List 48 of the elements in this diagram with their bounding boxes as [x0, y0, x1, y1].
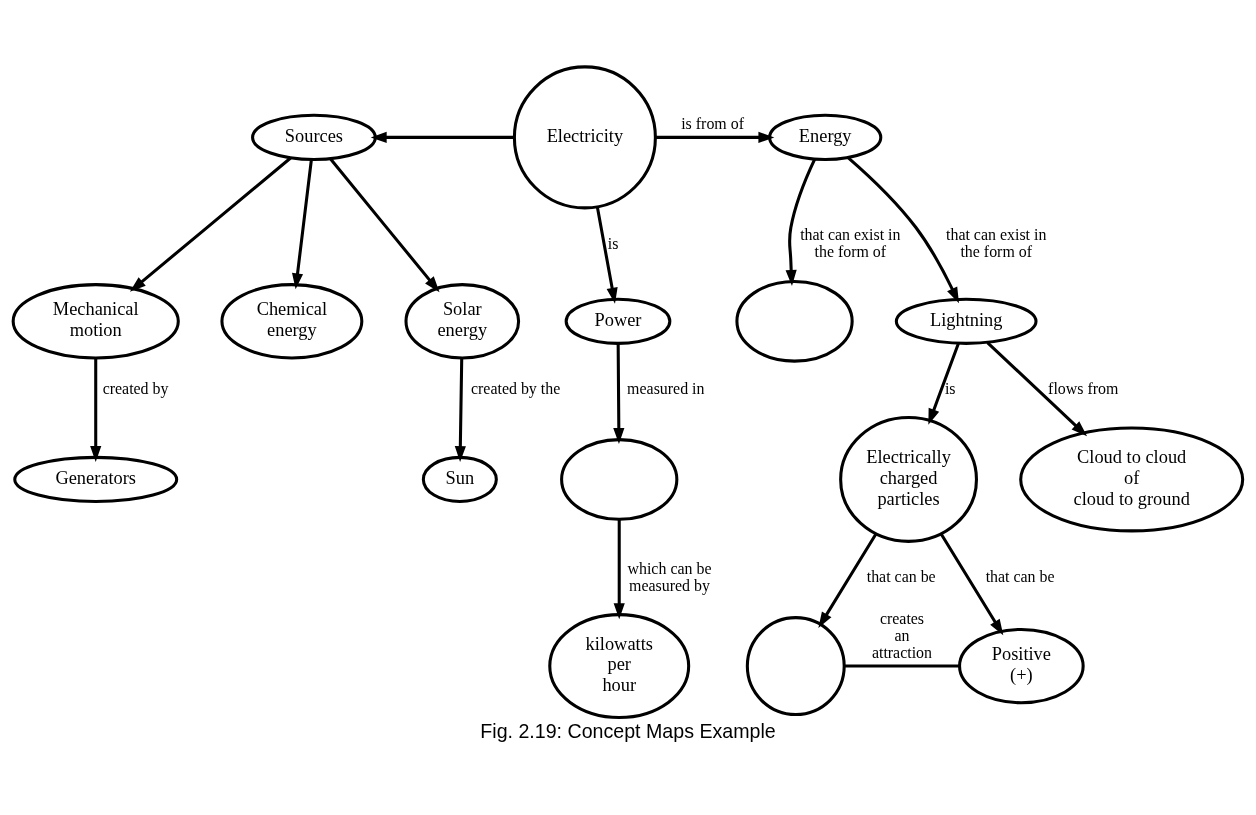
- arrow: [454, 357, 466, 462]
- node-ellipse: [735, 279, 854, 363]
- connector: [844, 664, 960, 668]
- node-ellipse: Cloud to cloud of cloud to ground: [1019, 426, 1245, 532]
- arrow: [329, 157, 440, 292]
- arrow: [370, 131, 515, 143]
- node-ellipse: Lightning: [894, 297, 1038, 345]
- node-ellipse: Power: [564, 297, 672, 345]
- arrow: [986, 340, 1088, 436]
- arrow: [818, 532, 878, 628]
- arrow: [613, 343, 625, 444]
- arrow: [90, 357, 102, 462]
- arrow: [928, 342, 960, 425]
- node-circle: [745, 615, 846, 716]
- node-circle: Electrically charged particles: [839, 415, 978, 543]
- node-ellipse: Positive (+): [958, 627, 1085, 704]
- edge-label: that can exist in the form of: [946, 225, 1047, 260]
- node-ellipse: kilowatts per hour: [548, 612, 691, 719]
- edge-label: that can exist in the form of: [800, 225, 901, 260]
- node-ellipse: Mechanical motion: [11, 282, 180, 359]
- edge-label: that can be: [985, 567, 1055, 585]
- edge-label: is: [607, 234, 619, 252]
- edge-label: that can be: [866, 567, 936, 585]
- node-ellipse: Sun: [421, 455, 498, 503]
- node-ellipse: Generators: [13, 455, 179, 503]
- edge-label: creates an attraction: [871, 609, 933, 661]
- node-circle: Electricity: [512, 64, 657, 209]
- arrow: [655, 131, 775, 143]
- caption: Fig. 2.19: Concept Maps Example: [480, 719, 776, 742]
- arrow: [939, 532, 1004, 635]
- node-ellipse: Energy: [768, 113, 883, 161]
- edge-label: created by the: [470, 379, 561, 397]
- arrow: [847, 156, 959, 303]
- arrow: [595, 206, 618, 304]
- node-ellipse: Chemical energy: [220, 282, 364, 359]
- edge-label: is: [944, 379, 956, 397]
- edge-label: created by: [102, 379, 169, 397]
- edge-label: which can be measured by: [627, 559, 712, 594]
- arrow: [292, 159, 313, 289]
- node-ellipse: Solar energy: [404, 282, 521, 359]
- edge-label: flows from: [1048, 379, 1119, 397]
- arrow: [613, 519, 625, 619]
- arrow: [129, 156, 292, 292]
- node-ellipse: Sources: [251, 113, 377, 161]
- arrow: [785, 158, 817, 286]
- edge-label: measured in: [627, 379, 705, 397]
- node-ellipse: [560, 437, 679, 521]
- edge-label: is from of: [681, 114, 744, 132]
